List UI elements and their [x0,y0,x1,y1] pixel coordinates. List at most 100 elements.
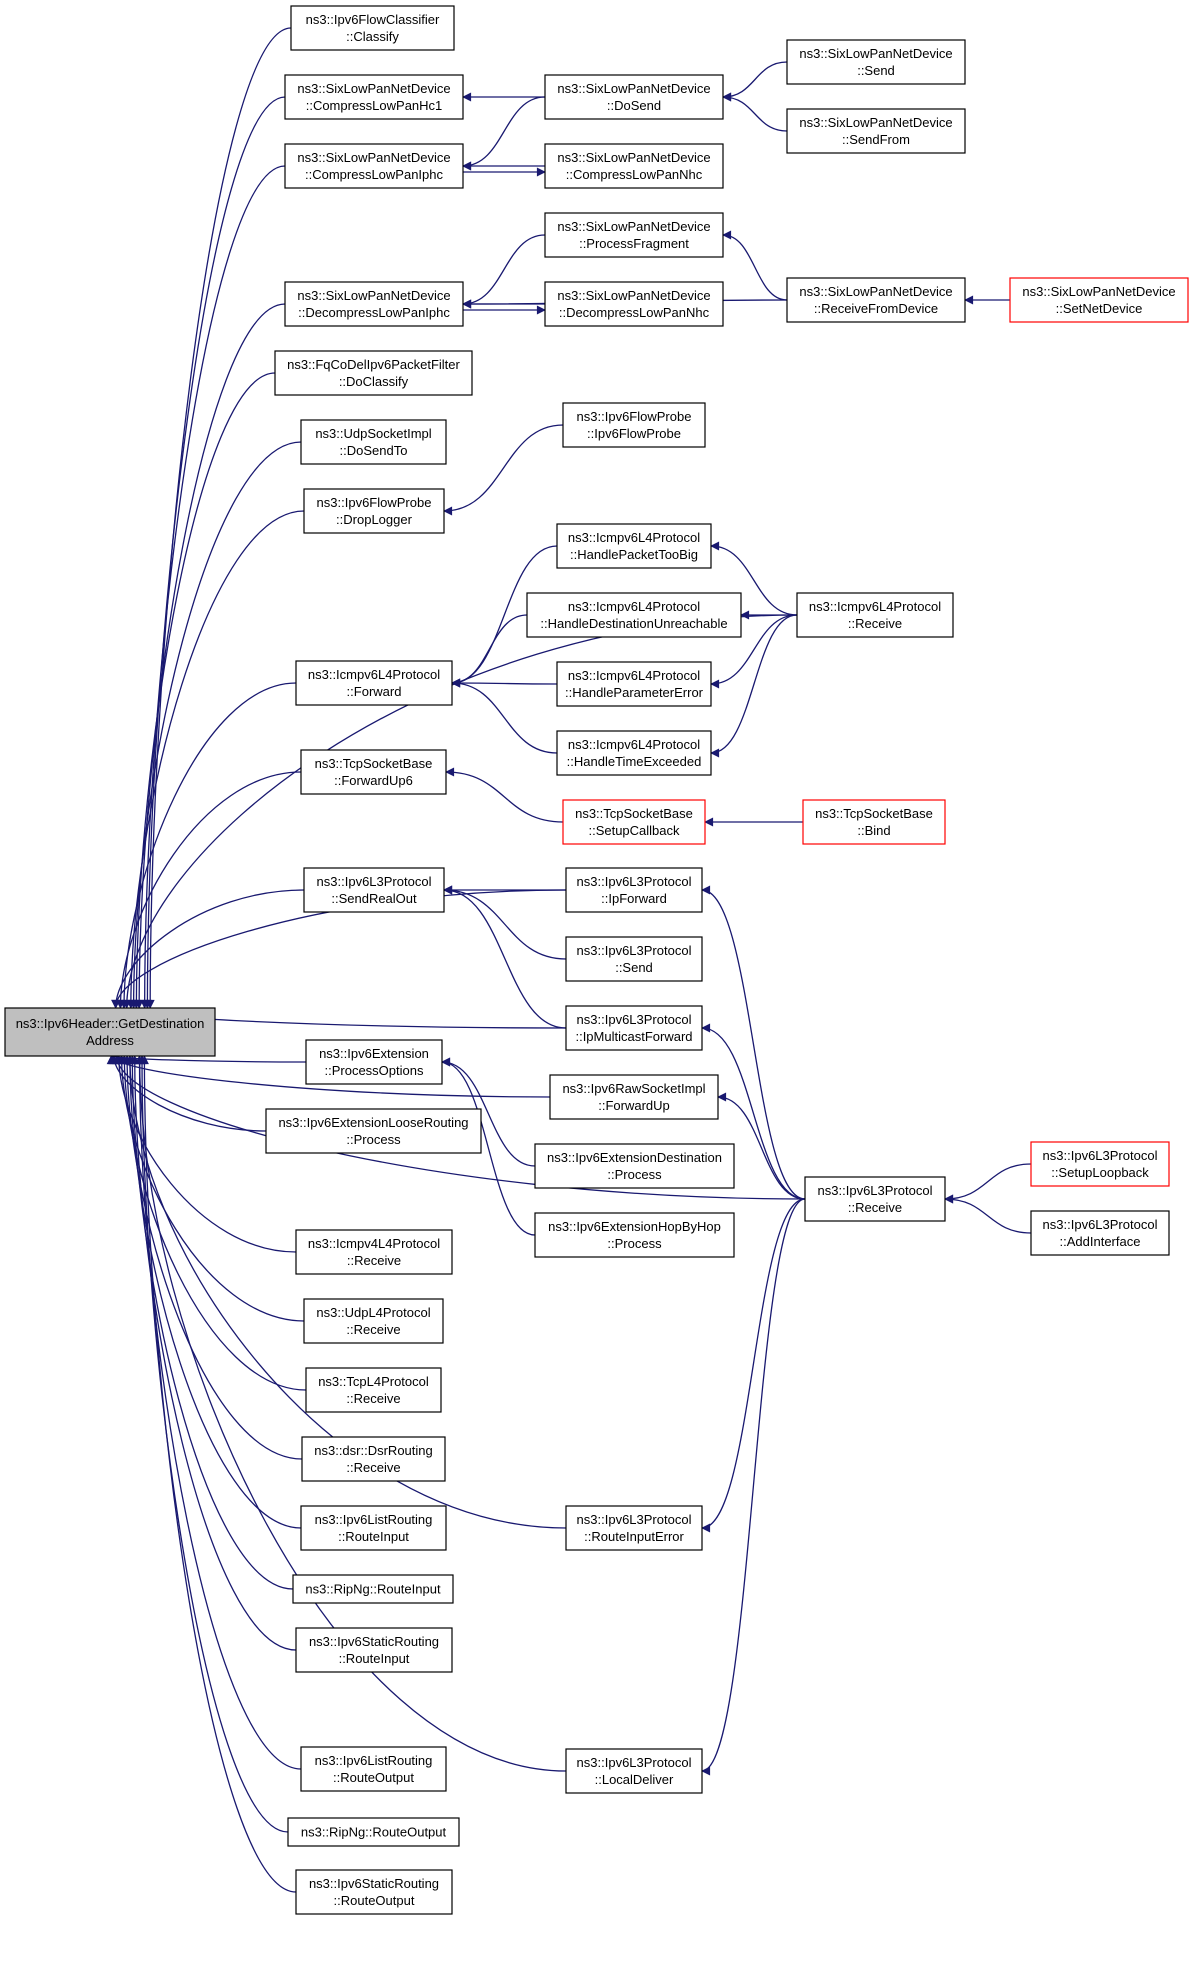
node-send[interactable]: ns3::SixLowPanNetDevice::Send [786,39,966,85]
node-ripngri[interactable]: ns3::RipNg::RouteInput [292,1574,454,1604]
node-label-line: ns3::dsr::DsrRouting [314,1443,433,1458]
node-icmpv4recv[interactable]: ns3::Icmpv4L4Protocol::Receive [295,1229,453,1275]
node-box [1009,277,1189,323]
node-box [305,1039,443,1085]
node-compiphc[interactable]: ns3::SixLowPanNetDevice::CompressLowPanI… [284,143,464,189]
edge-decompiphc-to-root [134,303,286,1009]
edge-looserouting-to-root [109,1055,267,1132]
edge-l3recv-to-rawfwdup [717,1092,806,1200]
node-icmpfwd[interactable]: ns3::Icmpv6L4Protocol::Forward [295,660,453,706]
node-droplogger[interactable]: ns3::Ipv6FlowProbe::DropLogger [303,488,445,534]
node-label-line: ::IpForward [601,891,667,906]
node-box [526,592,742,638]
node-box [544,281,724,327]
node-ripngro[interactable]: ns3::RipNg::RouteOutput [287,1817,460,1847]
node-label-line: ns3::SixLowPanNetDevice [557,81,710,96]
node-fwdup6[interactable]: ns3::TcpSocketBase::ForwardUp6 [300,749,447,795]
node-timeexc[interactable]: ns3::Icmpv6L4Protocol::HandleTimeExceede… [556,730,712,776]
node-label-line: ::HandleParameterError [565,685,704,700]
node-staticri[interactable]: ns3::Ipv6StaticRouting::RouteInput [295,1627,453,1673]
edge-l3recv-to-routeinerr [701,1198,806,1533]
node-setuploop[interactable]: ns3::Ipv6L3Protocol::SetupLoopback [1030,1141,1170,1187]
node-compnhc[interactable]: ns3::SixLowPanNetDevice::CompressLowPanN… [544,143,724,189]
node-label-line: ns3::SixLowPanNetDevice [1022,284,1175,299]
node-label-line: ::DecompressLowPanNhc [559,305,710,320]
node-box [562,799,706,845]
node-comphc1[interactable]: ns3::SixLowPanNetDevice::CompressLowPanH… [284,74,464,120]
node-ipforward[interactable]: ns3::Ipv6L3Protocol::IpForward [565,867,703,913]
node-label-line: ::ProcessFragment [579,236,689,251]
node-label-line: ::Forward [347,684,402,699]
node-addiface[interactable]: ns3::Ipv6L3Protocol::AddInterface [1030,1210,1170,1256]
node-box [562,402,706,448]
node-listri[interactable]: ns3::Ipv6ListRouting::RouteInput [300,1505,447,1551]
node-box [534,1212,735,1258]
edge-flowprobe-to-droplogger [443,424,564,516]
node-udpdosend[interactable]: ns3::UdpSocketImpl::DoSendTo [300,419,447,465]
node-label-line: ns3::UdpSocketImpl [315,426,431,441]
node-recvfromdev[interactable]: ns3::SixLowPanNetDevice::ReceiveFromDevi… [786,277,966,323]
edge-ripngro-to-root [137,1055,289,1833]
node-ipmcast[interactable]: ns3::Ipv6L3Protocol::IpMulticastForward [565,1005,703,1051]
node-staticro[interactable]: ns3::Ipv6StaticRouting::RouteOutput [295,1869,453,1915]
node-box [300,1746,447,1792]
node-destunreach[interactable]: ns3::Icmpv6L4Protocol::HandleDestination… [526,592,742,638]
node-label-line: ns3::Ipv6ExtensionLooseRouting [278,1115,468,1130]
node-label-line: ns3::Ipv6ExtensionDestination [547,1150,722,1165]
node-label-line: ns3::Ipv6L3Protocol [577,1512,692,1527]
node-pkttoobig[interactable]: ns3::Icmpv6L4Protocol::HandlePacketTooBi… [556,523,712,569]
edge-routeinerr-to-root [125,1055,567,1529]
node-sendfrom[interactable]: ns3::SixLowPanNetDevice::SendFrom [786,108,966,154]
node-sendrealout[interactable]: ns3::Ipv6L3Protocol::SendRealOut [303,867,445,913]
node-extdest[interactable]: ns3::Ipv6ExtensionDestination::Process [534,1143,735,1189]
edge-icmpv6recv-to-paramerr [710,614,798,689]
node-localdeliver[interactable]: ns3::Ipv6L3Protocol::LocalDeliver [565,1748,703,1794]
node-box [786,108,966,154]
node-flowprobe[interactable]: ns3::Ipv6FlowProbe::Ipv6FlowProbe [562,402,706,448]
node-fqcodel[interactable]: ns3::FqCoDelIpv6PacketFilter::DoClassify [274,350,473,396]
node-rawfwdup[interactable]: ns3::Ipv6RawSocketImpl::ForwardUp [549,1074,719,1120]
node-setupcb[interactable]: ns3::TcpSocketBase::SetupCallback [562,799,706,845]
node-label-line: ::RouteInput [338,1529,409,1544]
node-label-line: ::Receive [848,616,902,631]
node-box [556,730,712,776]
node-procfrag[interactable]: ns3::SixLowPanNetDevice::ProcessFragment [544,212,724,258]
edge-l3recv-to-ipforward [701,885,806,1200]
node-box [534,1143,735,1189]
node-udprecv[interactable]: ns3::UdpL4Protocol::Receive [303,1298,444,1344]
edge-tcprecv-to-root [119,1055,307,1391]
node-tcpbind[interactable]: ns3::TcpSocketBase::Bind [802,799,946,845]
node-setnetdev[interactable]: ns3::SixLowPanNetDevice::SetNetDevice [1009,277,1189,323]
node-icmpv6recv[interactable]: ns3::Icmpv6L4Protocol::Receive [796,592,954,638]
node-procopts[interactable]: ns3::Ipv6Extension::ProcessOptions [305,1039,443,1085]
edge-flowcls-to-root [145,27,292,1009]
node-exthbh[interactable]: ns3::Ipv6ExtensionHopByHop::Process [534,1212,735,1258]
node-box [300,749,447,795]
node-label-line: ns3::Ipv6Header::GetDestination [16,1016,205,1031]
node-box [565,1005,703,1051]
node-l3send[interactable]: ns3::Ipv6L3Protocol::Send [565,936,703,982]
node-dsrrecv[interactable]: ns3::dsr::DsrRouting::Receive [301,1436,446,1482]
node-label-line: ::DoSendTo [340,443,408,458]
node-box [544,74,724,120]
node-looserouting[interactable]: ns3::Ipv6ExtensionLooseRouting::Process [265,1108,482,1154]
node-decompiphc[interactable]: ns3::SixLowPanNetDevice::DecompressLowPa… [284,281,464,327]
node-flowcls[interactable]: ns3::Ipv6FlowClassifier::Classify [290,5,455,51]
node-tcprecv[interactable]: ns3::TcpL4Protocol::Receive [305,1367,442,1413]
node-label-line: ::Classify [346,29,399,44]
edge-compiphc-to-root [140,165,286,1009]
node-label-line: ::Receive [346,1460,400,1475]
node-dosend[interactable]: ns3::SixLowPanNetDevice::DoSend [544,74,724,120]
node-listro[interactable]: ns3::Ipv6ListRouting::RouteOutput [300,1746,447,1792]
node-paramerr[interactable]: ns3::Icmpv6L4Protocol::HandleParameterEr… [556,661,712,707]
edge-udprecv-to-root [117,1055,305,1322]
node-label-line: Address [86,1033,134,1048]
node-label-line: ::ForwardUp6 [334,773,413,788]
node-routeinerr[interactable]: ns3::Ipv6L3Protocol::RouteInputError [565,1505,703,1551]
node-l3recv[interactable]: ns3::Ipv6L3Protocol::Receive [804,1176,946,1222]
node-decompnhc[interactable]: ns3::SixLowPanNetDevice::DecompressLowPa… [544,281,724,327]
edge-l3send-to-sendrealout [443,885,567,960]
node-box [287,1817,460,1847]
edge-ripngri-to-root [127,1055,294,1590]
